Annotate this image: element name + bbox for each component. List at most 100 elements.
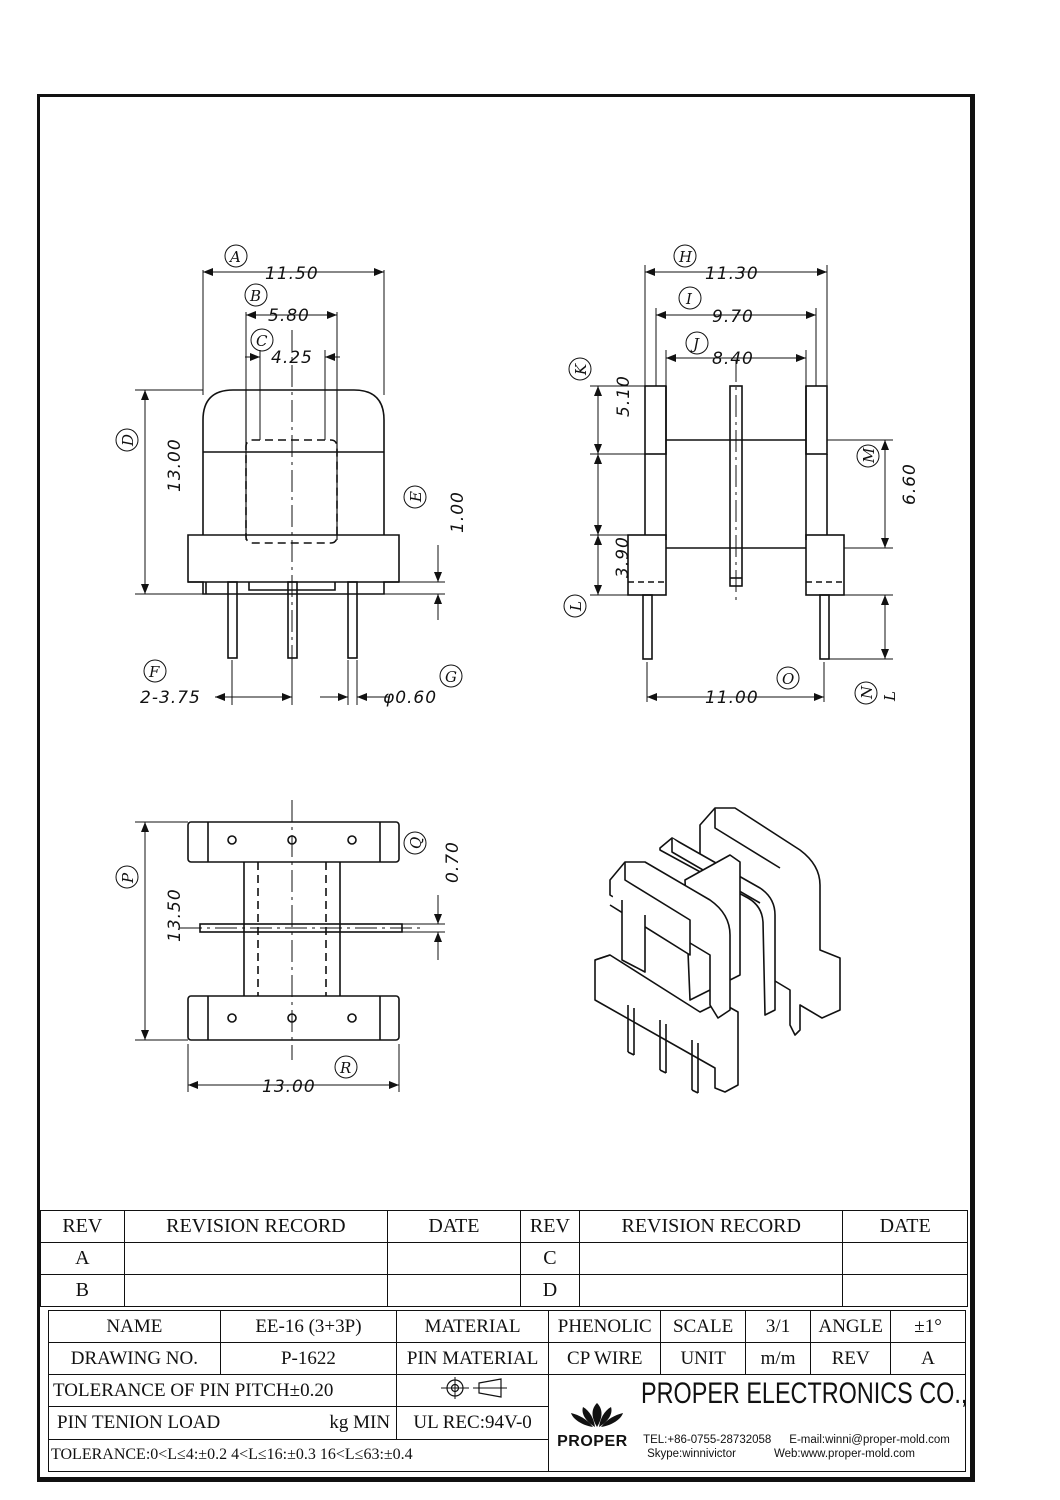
label-H: H xyxy=(678,248,693,266)
drawing-no-label: DRAWING NO. xyxy=(48,1342,221,1375)
label-M: M xyxy=(860,447,878,464)
tolerance-pitch: TOLERANCE OF PIN PITCH±0.20 xyxy=(47,1373,398,1408)
rev-header: REV xyxy=(40,1210,125,1243)
company-name-wrap: PROPER ELECTRONICS CO.,LTD xyxy=(641,1377,964,1411)
dim-R: 13.00 xyxy=(262,1077,316,1097)
pin-tension-label: PIN TENION LOAD xyxy=(48,1406,221,1440)
label-L2: L xyxy=(881,691,899,702)
label-R: R xyxy=(339,1059,351,1077)
company-contacts: TEL:+86-0755-28732058 E-mail:winni@prope… xyxy=(643,1433,950,1461)
bottom-view xyxy=(115,800,445,1092)
dim-Q: 0.70 xyxy=(443,841,463,883)
unit-label: UNIT xyxy=(660,1342,746,1375)
rev-header-2: REV xyxy=(519,1210,581,1243)
side-view xyxy=(563,244,893,705)
label-O: O xyxy=(782,670,794,688)
revision-record-cell xyxy=(123,1274,389,1307)
dim-M: 6.60 xyxy=(900,463,920,505)
scale-value: 3/1 xyxy=(744,1310,812,1343)
dim-P: 13.50 xyxy=(165,888,185,942)
date-cell xyxy=(842,1242,968,1275)
label-C: C xyxy=(256,332,268,350)
revision-record-cell xyxy=(579,1274,844,1307)
date-cell xyxy=(387,1274,521,1307)
revision-table: REV REVISION RECORD DATE REV REVISION RE… xyxy=(40,1210,968,1307)
date-header-2: DATE xyxy=(842,1210,968,1243)
company-email: E-mail:winni@proper-mold.com xyxy=(789,1434,950,1446)
dim-J: 8.40 xyxy=(712,349,754,369)
revision-record-cell xyxy=(123,1242,389,1275)
label-E: E xyxy=(407,491,425,503)
third-angle-projection-icon xyxy=(440,1376,507,1399)
dim-O: 11.00 xyxy=(705,688,759,708)
material-value: PHENOLIC xyxy=(548,1310,662,1343)
ul-rec: UL REC:94V-0 xyxy=(396,1406,550,1440)
material-label: MATERIAL xyxy=(396,1310,550,1343)
label-J: J xyxy=(690,335,700,353)
front-view xyxy=(115,244,463,705)
company-web: Web:www.proper-mold.com xyxy=(773,1448,915,1460)
label-B: B xyxy=(249,287,261,305)
lotus-logo-icon xyxy=(571,1403,624,1427)
rev-label: REV xyxy=(810,1342,892,1375)
rev-cell: B xyxy=(40,1274,125,1307)
dim-B: 5.80 xyxy=(268,306,310,326)
label-G: G xyxy=(445,668,457,686)
date-cell xyxy=(842,1274,968,1307)
pin-material-label: PIN MATERIAL xyxy=(396,1342,550,1375)
pin-material-value: CP WIRE xyxy=(548,1342,662,1375)
dim-A: 11.50 xyxy=(265,264,319,284)
revision-record-header: REVISION RECORD xyxy=(123,1210,389,1243)
dim-C: 4.25 xyxy=(271,348,313,368)
rev-cell: A xyxy=(40,1242,125,1275)
projection-symbol xyxy=(396,1373,550,1408)
label-L: L xyxy=(567,601,585,612)
label-D: D xyxy=(119,434,137,447)
dim-L: 3.90 xyxy=(613,536,633,578)
revision-row: B D xyxy=(40,1274,968,1307)
side-view-text: H I J K M L N L O 11.30 9.70 8.40 5.10 6… xyxy=(567,248,920,708)
dim-E: 1.00 xyxy=(448,491,468,533)
unit-value: m/m xyxy=(744,1342,812,1375)
title-block: NAME EE-16 (3+3P) MATERIAL PHENOLIC SCAL… xyxy=(47,1310,966,1473)
revision-record-cell xyxy=(579,1242,844,1275)
date-header: DATE xyxy=(387,1210,521,1243)
label-I: I xyxy=(685,290,693,308)
tolerance-ranges: TOLERANCE:0<L≤4:±0.2 4<L≤16:±0.3 16<L≤63… xyxy=(47,1438,550,1473)
rev-cell: D xyxy=(519,1274,581,1307)
revision-record-header-2: REVISION RECORD xyxy=(579,1210,844,1243)
label-A: A xyxy=(228,248,241,266)
label-K: K xyxy=(572,363,590,376)
revision-header-row: REV REVISION RECORD DATE REV REVISION RE… xyxy=(40,1210,968,1243)
drawing-no-value: P-1622 xyxy=(219,1342,398,1375)
dim-I: 9.70 xyxy=(712,307,754,327)
dim-K: 5.10 xyxy=(614,375,634,417)
label-N: N xyxy=(858,685,876,700)
company-logo: PROPER xyxy=(557,1401,637,1451)
name-value: EE-16 (3+3P) xyxy=(219,1310,398,1343)
isometric-view xyxy=(594,807,841,1094)
scale-label: SCALE xyxy=(660,1310,746,1343)
dim-F: 2-3.75 xyxy=(140,688,201,708)
name-label: NAME xyxy=(48,1310,221,1343)
label-P: P xyxy=(119,872,137,884)
dim-G: φ0.60 xyxy=(383,688,437,708)
angle-value: ±1° xyxy=(890,1310,966,1343)
rev-value: A xyxy=(890,1342,966,1375)
front-view-text: A B C D E F G 11.50 5.80 4.25 13.00 1.00… xyxy=(119,248,468,708)
bottom-view-text: P Q R 13.50 0.70 13.00 xyxy=(119,837,463,1097)
label-F: F xyxy=(148,663,160,681)
company-skype: Skype:winnivictor xyxy=(647,1448,736,1460)
brand-name: PROPER xyxy=(557,1433,628,1450)
revision-row: A C xyxy=(40,1242,968,1275)
rev-cell: C xyxy=(519,1242,581,1275)
company-tel: TEL:+86-0755-28732058 xyxy=(643,1434,772,1446)
angle-label: ANGLE xyxy=(810,1310,892,1343)
company-block: PROPER PROPER ELECTRONICS CO.,LTD TEL:+8… xyxy=(548,1374,966,1472)
dim-D: 13.00 xyxy=(165,438,185,492)
company-name: PROPER ELECTRONICS CO.,LTD xyxy=(641,1377,964,1410)
label-Q: Q xyxy=(407,837,425,849)
date-cell xyxy=(387,1242,521,1275)
pin-tension-unit: kg MIN xyxy=(220,1406,398,1440)
